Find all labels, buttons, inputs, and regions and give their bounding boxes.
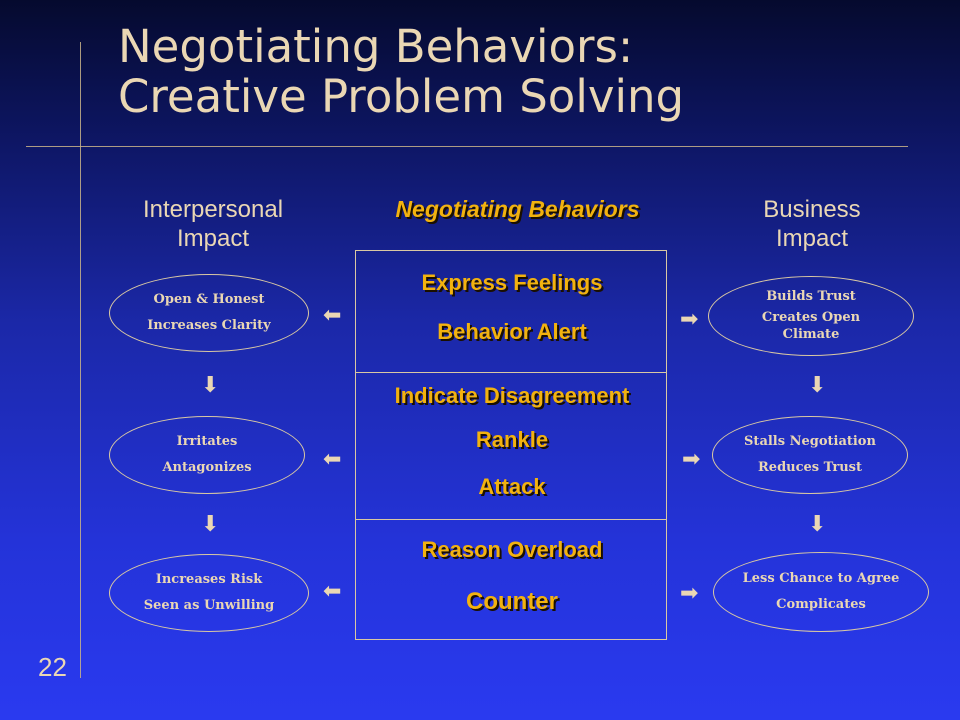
arrow-down-icon: ⬇ <box>808 511 827 536</box>
behavior-reason-overload: Reason Overload <box>421 537 603 562</box>
oval-line-1: Increases Risk <box>155 572 263 588</box>
interpersonal-oval-irritates: Irritates Antagonizes <box>109 416 305 494</box>
oval-line-1: Irritates <box>176 434 238 450</box>
arrow-right-icon: ➡ <box>682 446 701 471</box>
arrow-left-icon: ⬅ <box>323 578 342 603</box>
behavior-attack: Attack <box>478 474 546 499</box>
oval-line-1: Less Chance to Agree <box>742 571 900 587</box>
business-header-line-1: Business <box>763 196 861 223</box>
title-line-2: Creative Problem Solving <box>118 69 685 123</box>
oval-line-2: Creates Open Climate <box>761 310 861 342</box>
business-oval-less-chance: Less Chance to Agree Complicates <box>713 552 929 632</box>
interpersonal-header-line-1: Interpersonal <box>142 196 284 223</box>
behavior-counter: Counter <box>466 588 558 615</box>
horizontal-rule <box>26 146 908 147</box>
interpersonal-impact-header: Interpersonal Impact <box>118 196 308 254</box>
arrow-right-icon: ➡ <box>680 580 699 605</box>
behaviors-divider-1 <box>356 372 666 373</box>
arrow-right-icon: ➡ <box>680 306 699 331</box>
title-line-1: Negotiating Behaviors: <box>118 20 634 73</box>
oval-line-2: Seen as Unwilling <box>143 597 275 613</box>
arrow-down-icon: ⬇ <box>808 372 827 397</box>
negotiating-behaviors-header: Negotiating Behaviors <box>395 196 640 222</box>
behaviors-box <box>355 250 667 640</box>
business-oval-builds-trust: Builds Trust Creates Open Climate <box>708 276 914 356</box>
oval-line-2: Increases Clarity <box>147 317 271 333</box>
slide-title: Negotiating Behaviors: Creative Problem … <box>118 22 684 121</box>
interpersonal-oval-increases-risk: Increases Risk Seen as Unwilling <box>109 554 309 632</box>
interpersonal-oval-open-honest: Open & Honest Increases Clarity <box>109 274 309 352</box>
business-header-line-2: Impact <box>775 224 849 252</box>
oval-line-2: Complicates <box>776 596 866 612</box>
business-impact-header: Business Impact <box>722 196 902 254</box>
oval-line-1: Builds Trust <box>766 289 856 305</box>
arrow-left-icon: ⬅ <box>323 302 342 327</box>
behavior-indicate-disagreement: Indicate Disagreement <box>394 383 630 408</box>
behavior-alert: Behavior Alert <box>437 319 587 344</box>
behavior-rankle: Rankle <box>475 427 549 452</box>
oval-line-2: Antagonizes <box>162 459 252 475</box>
vertical-rule <box>80 42 81 678</box>
oval-line-2: Reduces Trust <box>758 459 862 475</box>
page-number: 22 <box>38 652 67 682</box>
behaviors-divider-2 <box>356 519 666 520</box>
interpersonal-header-line-2: Impact <box>176 224 250 252</box>
arrow-down-icon: ⬇ <box>201 511 220 536</box>
arrow-left-icon: ⬅ <box>323 446 342 471</box>
behavior-express-feelings: Express Feelings <box>421 270 603 295</box>
arrow-down-icon: ⬇ <box>201 372 220 397</box>
oval-line-1: Open & Honest <box>153 292 265 308</box>
business-oval-stalls-negotiation: Stalls Negotiation Reduces Trust <box>712 416 908 494</box>
oval-line-1: Stalls Negotiation <box>744 434 876 450</box>
